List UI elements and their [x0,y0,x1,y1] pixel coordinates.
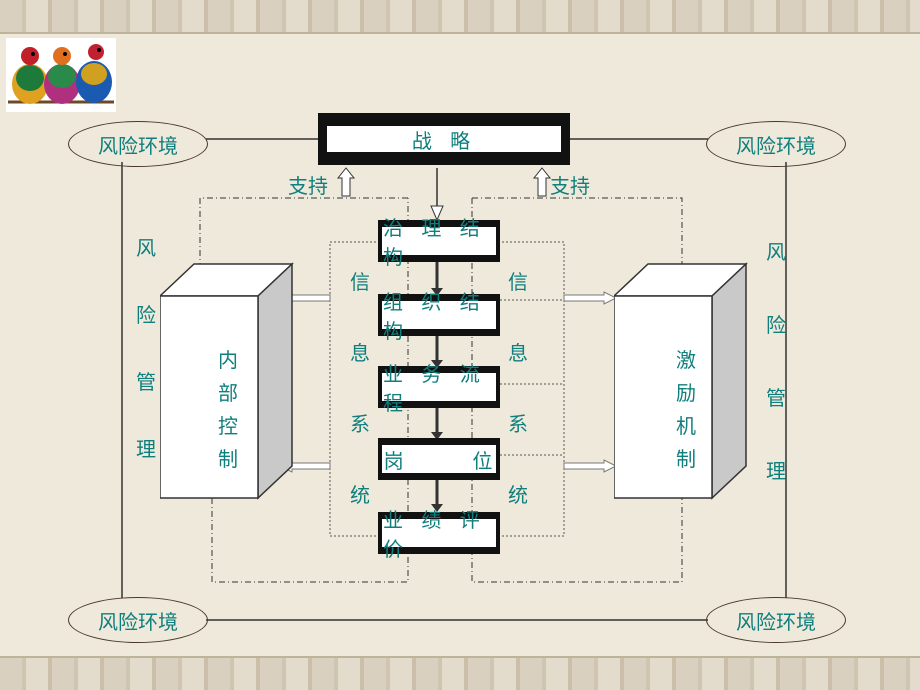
chain-box-process: 业 务 流 程 [378,362,500,415]
risk-environment-bottom-right: 风险环境 [706,597,846,643]
chain-box-position: 岗 位 [378,438,500,480]
risk-environment-label: 风险环境 [98,133,178,158]
support-label-right: 支持 [550,174,590,198]
birds-logo [6,38,116,112]
info-system-left: 信息 系统 [350,270,370,507]
risk-management-right: 风险 管理 [766,240,786,483]
bottom-border-pattern [0,656,920,690]
internal-control-box [160,262,294,500]
chain-label: 治 理 结 构 [383,216,486,269]
risk-environment-label: 风险环境 [736,609,816,634]
chain-box-organization: 组 织 结 构 [378,290,500,343]
internal-control-label: 内部 控制 [218,348,238,471]
support-label-left: 支持 [288,174,328,198]
risk-environment-label: 风险环境 [736,133,816,158]
chain-label: 组 织 结 构 [383,290,486,343]
strategy-label: 战 略 [411,128,477,153]
chain-label: 岗 位 [383,448,495,473]
top-border-pattern [0,0,920,34]
risk-environment-top-right: 风险环境 [706,121,846,167]
risk-environment-top-left: 风险环境 [68,121,208,167]
risk-environment-bottom-left: 风险环境 [68,597,208,643]
strategy-box: 战 略 [318,113,570,165]
chain-box-performance: 业 绩 评 价 [378,508,500,561]
info-system-right: 信息 系统 [508,270,528,507]
chain-label: 业 务 流 程 [383,362,486,415]
chain-label: 业 绩 评 价 [383,508,486,561]
incentive-box [614,262,748,500]
risk-environment-label: 风险环境 [98,609,178,634]
incentive-label: 激励 机制 [676,348,696,471]
chain-box-governance: 治 理 结 构 [378,216,500,269]
risk-management-left: 风险 管理 [136,236,156,461]
